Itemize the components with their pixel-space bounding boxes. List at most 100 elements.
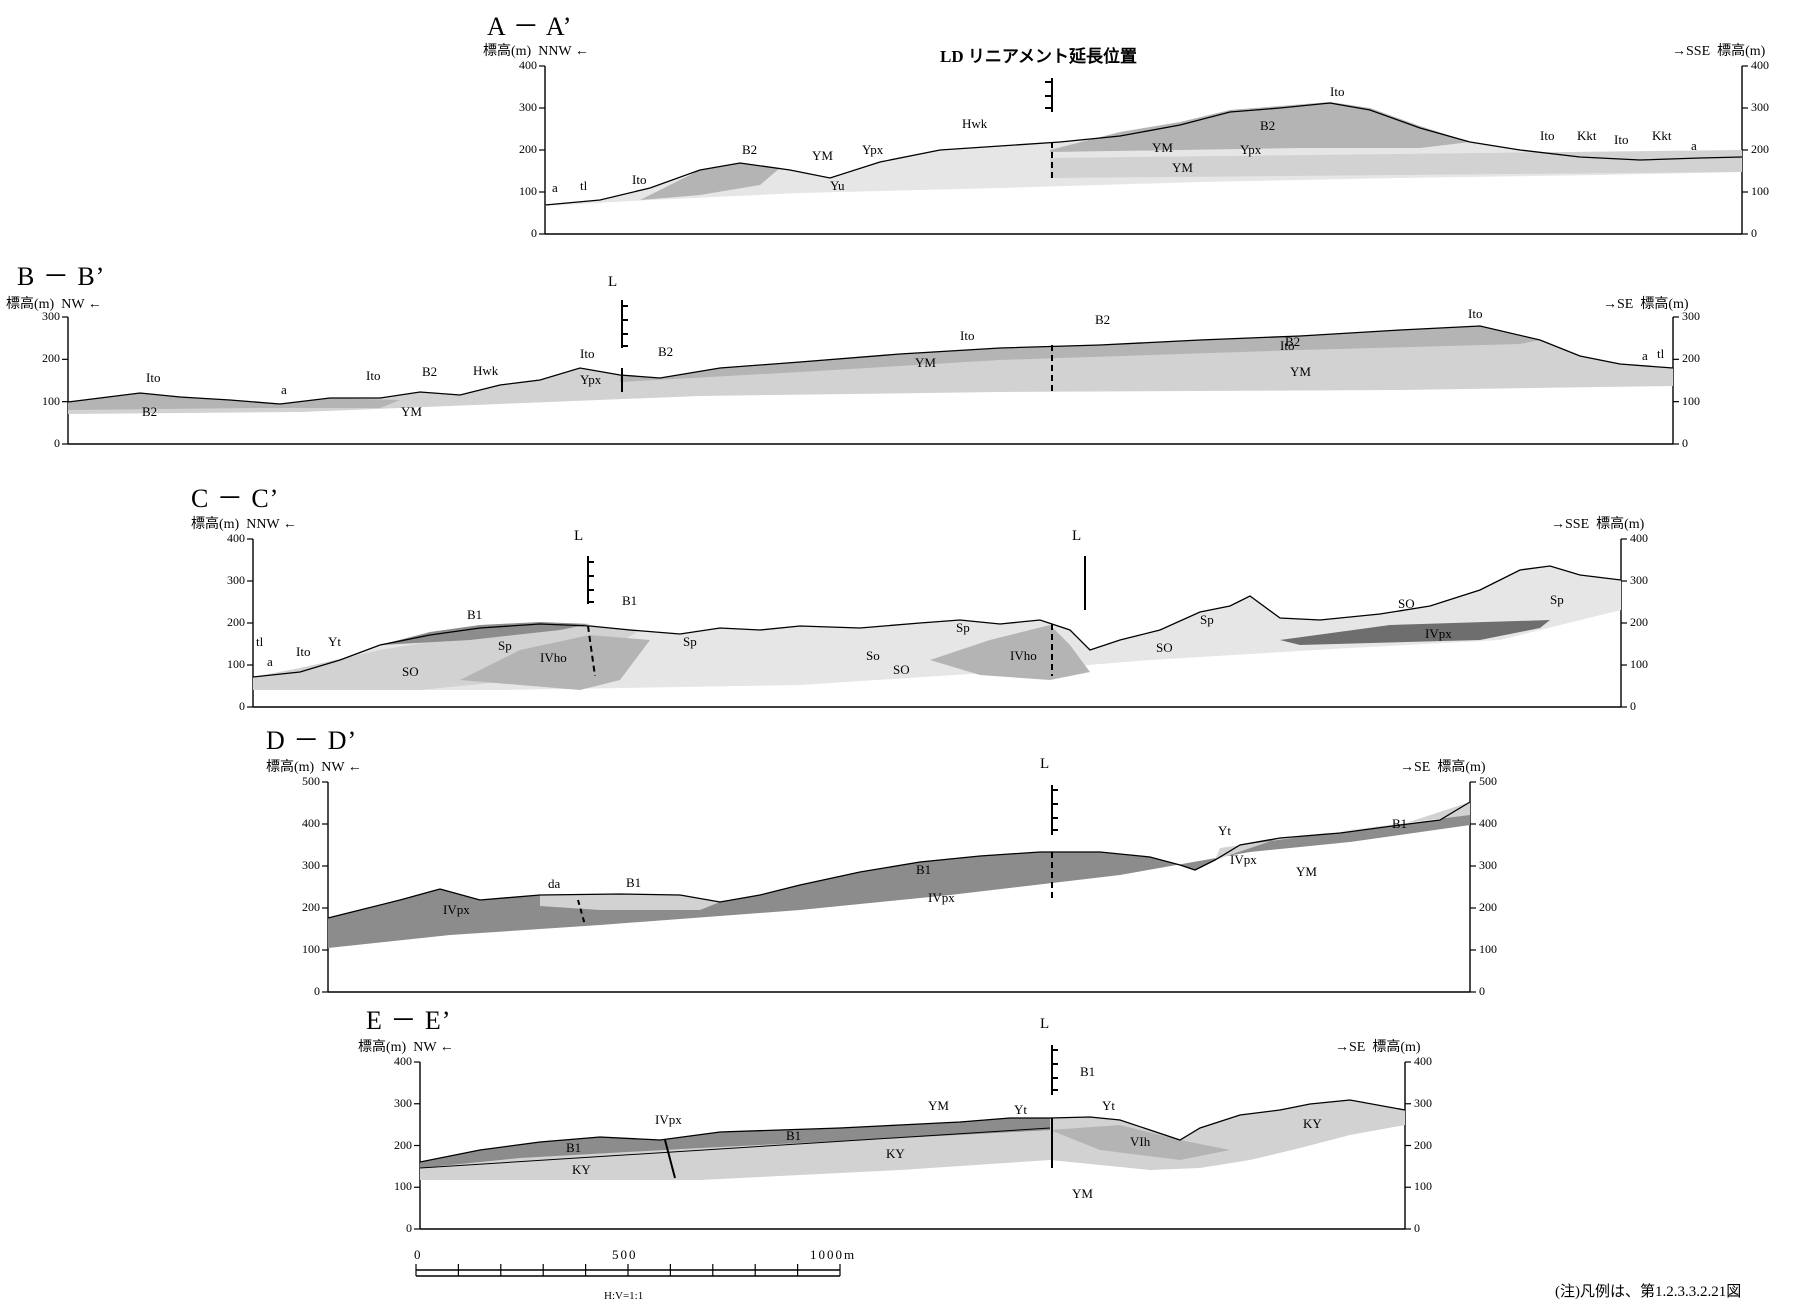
tick-label-C-300: 300	[227, 573, 245, 587]
unit-label-B-13: Ito	[1280, 338, 1295, 353]
unit-label-C-6: SO	[402, 664, 419, 679]
unit-label-E-8: Yt	[1102, 1098, 1115, 1113]
unit-label-A-1: tl	[580, 178, 588, 193]
tick-label-A-100: 100	[519, 184, 537, 198]
tick-label-E-400: 400	[394, 1054, 412, 1068]
tick-label-r-E-300: 300	[1414, 1095, 1432, 1110]
tick-label-A-0: 0	[531, 226, 537, 240]
unit-label-D-3: B1	[916, 862, 932, 877]
tick-label-C-200: 200	[227, 615, 245, 629]
tick-label-D-200: 200	[302, 900, 320, 914]
unit-label-D-6: IVpx	[1230, 852, 1257, 867]
unit-label-C-16: SO	[1398, 596, 1415, 611]
unit-label-C-15: Sp	[1200, 612, 1214, 627]
unit-label-E-10: YM	[1072, 1186, 1093, 1201]
B1-body-C	[380, 622, 590, 645]
B2-body-A	[640, 163, 780, 200]
unit-label-B-5: YM	[401, 404, 422, 419]
tick-label-D-0: 0	[314, 984, 320, 998]
lineament-label-C1: L	[574, 528, 584, 544]
tick-label-r-A-400: 400	[1751, 58, 1769, 72]
tick-label-r-C-300: 300	[1630, 573, 1648, 587]
surface-C	[252, 565, 1622, 678]
unit-label-A-15: Ito	[1614, 132, 1629, 147]
tick-label-r-D-500: 500	[1479, 774, 1497, 788]
tick-label-r-B-0: 0	[1682, 436, 1688, 450]
lineament-label-B: L	[608, 274, 618, 290]
B2-body-A2	[1050, 102, 1470, 152]
tick-label-A-400: 400	[519, 58, 537, 72]
unit-label-B-1: B2	[142, 404, 158, 419]
tick-label-r-C-100: 100	[1630, 657, 1648, 671]
unit-label-D-2: B1	[626, 875, 642, 890]
tick-label-r-E-100: 100	[1414, 1179, 1432, 1194]
unit-label-C-18: Sp	[1550, 592, 1564, 607]
lineament-extension-label: LD リニアメント延長位置	[940, 47, 1138, 66]
unit-label-D-5: Yt	[1218, 823, 1231, 838]
unit-label-E-1: KY	[572, 1162, 591, 1177]
IVho-body-C2	[930, 625, 1090, 680]
tick-label-E-100: 100	[394, 1179, 412, 1194]
unit-label-C-8: B1	[622, 593, 638, 608]
scale-label-500: 500	[612, 1247, 638, 1262]
tick-label-A-300: 300	[519, 100, 537, 114]
unit-label-E-2: IVpx	[655, 1112, 682, 1127]
tick-label-r-D-100: 100	[1479, 942, 1497, 956]
left-header-B: 標高(m) NW ←	[6, 297, 102, 312]
unit-label-E-3: B1	[786, 1128, 802, 1143]
tick-label-B-300: 300	[42, 309, 60, 323]
unit-label-D-8: B1	[1392, 816, 1408, 831]
IVho-body-C	[460, 635, 650, 690]
scale-ratio: H:V=1:1	[604, 1290, 644, 1302]
tick-label-E-300: 300	[394, 1095, 412, 1110]
unit-label-C-17: IVpx	[1425, 626, 1452, 641]
tick-label-r-D-300: 300	[1479, 858, 1497, 872]
left-header-C: 標高(m) NNW ←	[191, 517, 297, 532]
YM-body-A	[1050, 150, 1742, 178]
unit-label-B-6: Hwk	[473, 363, 499, 378]
tick-label-r-C-200: 200	[1630, 615, 1648, 629]
unit-label-E-11: KY	[1303, 1116, 1322, 1131]
right-header-A: →SSE 標高(m)	[1672, 44, 1766, 59]
unit-label-C-4: B1	[467, 607, 483, 622]
IVpx-body-D	[328, 802, 1470, 948]
unit-label-C-7: IVho	[540, 650, 567, 665]
tick-label-r-A-100: 100	[1751, 184, 1769, 198]
terrain-E	[420, 1100, 1405, 1180]
right-header-B: →SE 標高(m)	[1603, 297, 1689, 312]
left-header-E: 標高(m) NW ←	[358, 1040, 454, 1055]
tick-label-C-100: 100	[227, 657, 245, 671]
tick-label-B-200: 200	[42, 351, 60, 366]
unit-label-D-0: IVpx	[443, 902, 470, 917]
fault-D1	[577, 899, 586, 926]
unit-label-B-7: Ito	[580, 346, 595, 361]
unit-label-B-18: tl	[1657, 346, 1665, 361]
unit-label-D-7: YM	[1296, 864, 1317, 879]
tick-label-E-200: 200	[394, 1137, 412, 1152]
tick-label-C-0: 0	[239, 699, 245, 713]
tick-label-D-300: 300	[302, 858, 320, 872]
tick-label-r-C-400: 400	[1630, 531, 1648, 545]
unit-label-A-13: Ito	[1540, 128, 1555, 143]
unit-label-A-14: Kkt	[1577, 128, 1597, 143]
right-header-C: →SSE 標高(m)	[1551, 517, 1645, 532]
tick-label-r-B-100: 100	[1682, 393, 1700, 408]
tick-label-r-B-300: 300	[1682, 309, 1700, 323]
unit-label-C-3: Yt	[328, 634, 341, 649]
unit-label-E-4: KY	[886, 1146, 905, 1161]
section-title-D: D － D’	[266, 726, 358, 755]
B2-body-B-left	[68, 393, 400, 410]
unit-label-C-11: So	[866, 648, 880, 663]
fault-E1	[664, 1139, 676, 1179]
terrain-light-A	[545, 103, 1742, 206]
left-header-D: 標高(m) NW ←	[266, 760, 362, 775]
unit-label-A-11: Ypx	[1240, 142, 1262, 157]
unit-label-C-2: Ito	[296, 644, 311, 659]
tick-label-r-A-0: 0	[1751, 226, 1757, 240]
unit-label-B-16: Ito	[1468, 306, 1483, 321]
lineament-label-E: L	[1040, 1016, 1050, 1032]
unit-label-C-10: Sp	[956, 620, 970, 635]
section-title-E: E － E’	[366, 1006, 452, 1035]
unit-label-A-7: Hwk	[962, 116, 988, 131]
